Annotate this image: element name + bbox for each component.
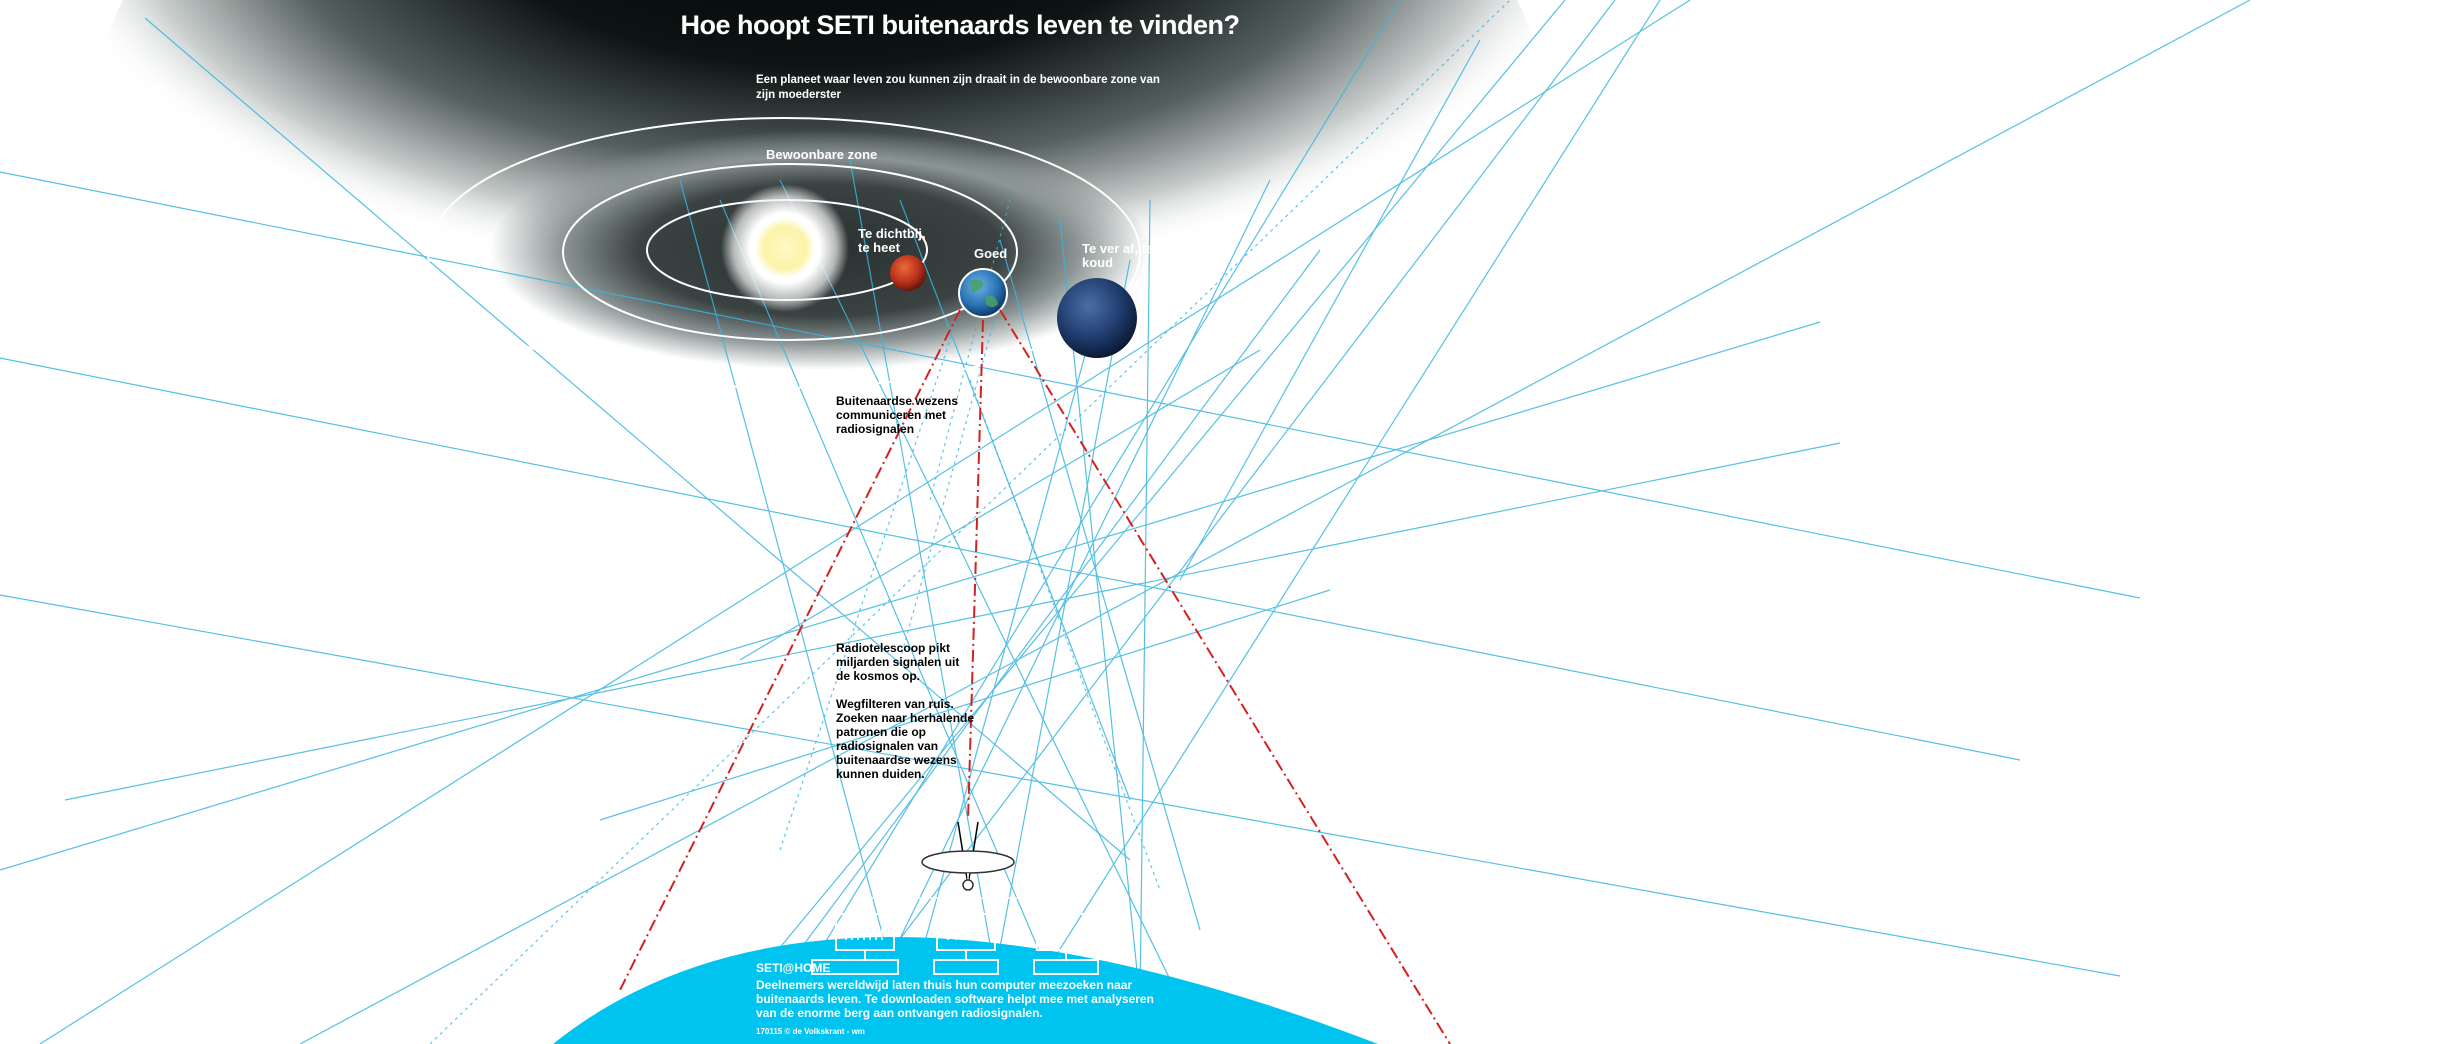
sun-icon: [755, 218, 815, 278]
dotted-signal-lines: [429, 0, 1511, 1044]
credit-text: 170115 © de Volkskrant - wm: [756, 1027, 865, 1036]
computer-icon: [811, 913, 899, 975]
too-close-label: Te dichtbij, te heet: [858, 226, 926, 255]
computer-icon: [933, 913, 999, 975]
good-label: Goed: [974, 246, 1008, 261]
telescope-text: Radiotelescoop pikt miljarden signalen u…: [836, 641, 960, 683]
earth-planet-icon: [958, 268, 1008, 318]
seti-home-title: SETI@HOME: [756, 961, 831, 975]
seti-home-description: Deelnemers wereldwijd laten thuis hun co…: [756, 978, 1154, 1020]
too-far-label: Te ver af, te koud: [1082, 241, 1154, 270]
intro-text: Een planeet waar leven zou kunnen zijn d…: [756, 74, 1160, 101]
alien-signal-lines: [619, 309, 1451, 1044]
hot-planet-icon: [890, 255, 926, 291]
computer-icon: [1033, 913, 1099, 975]
network-lines: [863, 897, 1067, 912]
page-title: Hoe hoopt SETI buitenaards leven te vind…: [680, 10, 1240, 40]
radio-telescope-icon: [921, 821, 1015, 898]
aliens-text: Buitenaardse wezens communiceren met rad…: [836, 394, 959, 436]
habitable-zone-label: Bewoonbare zone: [766, 147, 878, 162]
filter-text: Wegfilteren van ruis. Zoeken naar herhal…: [836, 697, 975, 781]
earth-continents: [970, 279, 998, 307]
earth-surface: [553, 937, 1378, 1044]
cold-planet-icon: [1057, 278, 1137, 358]
